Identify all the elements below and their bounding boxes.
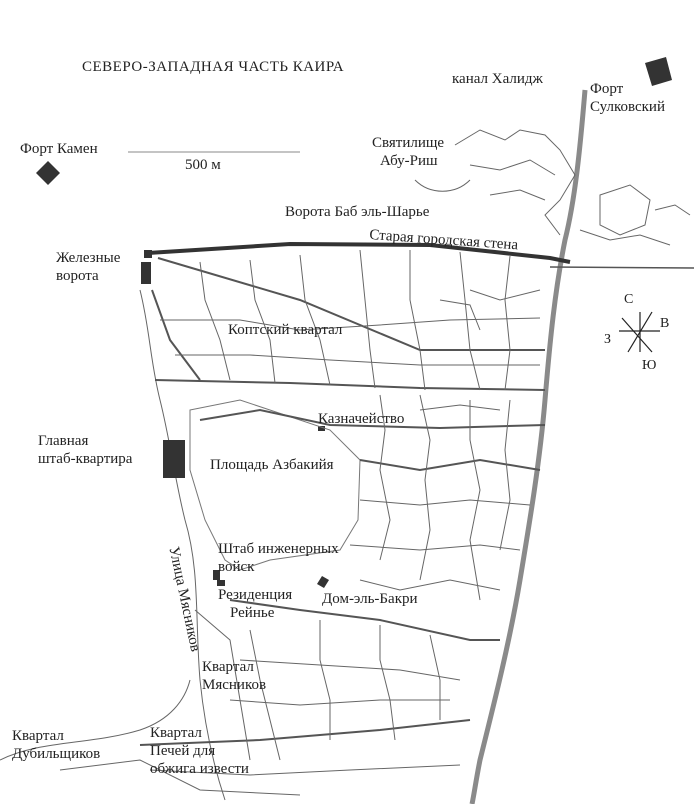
- label-fort-sulkowski-2: Сулковский: [590, 99, 665, 115]
- label-headquarters-2: штаб-квартира: [38, 451, 133, 467]
- label-gate-bab-el-sharye: Ворота Баб эль-Шарье: [285, 204, 430, 220]
- label-engineers-hq-1: Штаб инженерных: [218, 541, 339, 557]
- scale-label: 500 м: [185, 157, 221, 173]
- label-sanctuary-1: Святилище: [372, 135, 445, 151]
- label-fort-kamen: Форт Камен: [20, 141, 98, 157]
- iron-gate-marker: [141, 262, 151, 284]
- label-residence-2: Рейнье: [230, 605, 275, 621]
- label-headquarters-1: Главная: [38, 433, 89, 449]
- wall-extension: [549, 266, 694, 269]
- label-azbakiya-square: Площадь Азбакийя: [210, 457, 334, 473]
- major-streets: [139, 257, 546, 746]
- azbakiya-square-outline: [189, 399, 361, 571]
- northeast-district: [414, 129, 691, 246]
- compass-east: В: [660, 316, 670, 331]
- gate-tower: [144, 250, 152, 258]
- engineers-hq-marker: [213, 570, 220, 580]
- label-iron-gate-2: ворота: [56, 268, 99, 284]
- label-lime-quarter-1: Квартал: [150, 725, 202, 741]
- west-edge-line: [139, 289, 226, 801]
- treasury-marker: [318, 426, 325, 431]
- label-coptic-quarter: Коптский квартал: [228, 322, 343, 338]
- old-city-wall: [147, 241, 571, 264]
- residence-marker: [217, 580, 225, 586]
- label-engineers-hq-2: войск: [218, 559, 255, 575]
- fort-kamen-icon: [36, 161, 60, 185]
- southwest-coast-line: [0, 679, 191, 761]
- label-dom-bakri: Дом-эль-Бакри: [322, 591, 418, 607]
- label-tanners-quarter-2: Дубильщиков: [12, 746, 101, 762]
- label-residence-1: Резиденция: [218, 587, 293, 603]
- label-tanners-quarter-1: Квартал: [12, 728, 64, 744]
- label-iron-gate-1: Железные: [56, 250, 121, 266]
- compass-west: З: [604, 332, 612, 347]
- label-lime-quarter-2: Печей для: [150, 743, 216, 759]
- map-title: СЕВЕРО-ЗАПАДНАЯ ЧАСТЬ КАИРА: [82, 59, 345, 75]
- label-lime-quarter-3: обжига извести: [150, 761, 249, 777]
- label-treasury: Казначейство: [318, 411, 405, 427]
- fort-sulkowski-icon: [645, 57, 672, 86]
- street-network: [59, 249, 541, 796]
- label-butchers-quarter-2: Мясников: [202, 677, 267, 693]
- compass-rose: [619, 311, 660, 353]
- canal-khalidj: [469, 89, 588, 804]
- label-fort-sulkowski-1: Форт: [590, 81, 624, 97]
- headquarters-building: [163, 440, 185, 478]
- dom-bakri-icon: [317, 576, 329, 588]
- label-sanctuary-2: Абу-Риш: [380, 153, 438, 169]
- compass-north: С: [624, 292, 634, 307]
- label-butchers-quarter-1: Квартал: [202, 659, 254, 675]
- compass-south: Ю: [642, 358, 657, 373]
- label-canal-khalidj: канал Халидж: [452, 71, 543, 87]
